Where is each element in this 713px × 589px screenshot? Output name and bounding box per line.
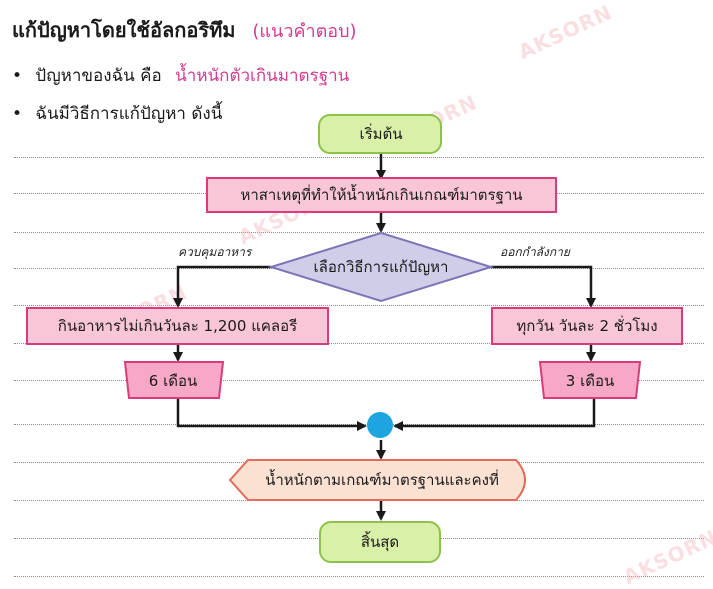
flow-connectors <box>173 153 596 521</box>
writing-line <box>14 157 704 158</box>
writing-line <box>14 232 704 233</box>
writing-line <box>14 380 704 381</box>
writing-line <box>14 305 704 306</box>
page-header: แก้ปัญหาโดยใช้อัลกอริทึม (แนวคำตอบ) <box>12 14 357 46</box>
right-duration-label: 3 เดือน <box>566 372 614 390</box>
result-label: น้ำหนักตามเกณฑ์มาตรฐานและคงที่ <box>265 469 499 489</box>
result-display <box>228 459 526 501</box>
problem-label: ปัญหาของฉัน คือ <box>35 66 162 86</box>
connector-point <box>367 412 393 438</box>
section-title: แก้ปัญหาโดยใช้อัลกอริทึม <box>12 18 236 42</box>
find-cause-label: หาสาเหตุที่ทำให้น้ำหนักเกินเกณฑ์มาตรฐาน <box>240 184 522 205</box>
bullet-dot: • <box>12 66 23 86</box>
start-terminal <box>318 114 442 154</box>
start-label: เริ่มต้น <box>359 123 402 143</box>
problem-answer: น้ำหนักตัวเกินมาตรฐาน <box>175 66 350 86</box>
right-process <box>491 307 683 345</box>
bullet-dot: • <box>12 104 23 124</box>
writing-line <box>14 343 704 344</box>
end-terminal <box>319 521 441 563</box>
left-process-label: กินอาหารไม่เกินวันละ 1,200 แคลอรี <box>58 317 297 335</box>
solution-label: ฉันมีวิธีการแก้ปัญหา ดังนี้ <box>35 104 223 124</box>
left-duration-io <box>123 361 225 399</box>
decision-diamond <box>267 231 495 303</box>
problem-bullet: • ปัญหาของฉัน คือ น้ำหนักตัวเกินมาตรฐาน <box>12 62 349 89</box>
left-duration-label: 6 เดือน <box>149 372 197 390</box>
right-duration-io <box>538 361 642 399</box>
answer-hint: (แนวคำตอบ) <box>252 21 357 42</box>
right-branch-label: ออกกำลังกาย <box>500 245 571 259</box>
writing-line <box>14 576 704 577</box>
decision-label: เลือกวิธีการแก้ปัญหา <box>314 258 449 276</box>
right-process-label: ทุกวัน วันละ 2 ชั่วโมง <box>516 315 657 336</box>
left-branch-label: ควบคุมอาหาร <box>178 245 253 260</box>
left-process <box>26 307 329 345</box>
solution-bullet: • ฉันมีวิธีการแก้ปัญหา ดังนี้ <box>12 100 222 127</box>
end-label: สิ้นสุด <box>361 531 399 552</box>
find-cause-process <box>206 177 557 213</box>
